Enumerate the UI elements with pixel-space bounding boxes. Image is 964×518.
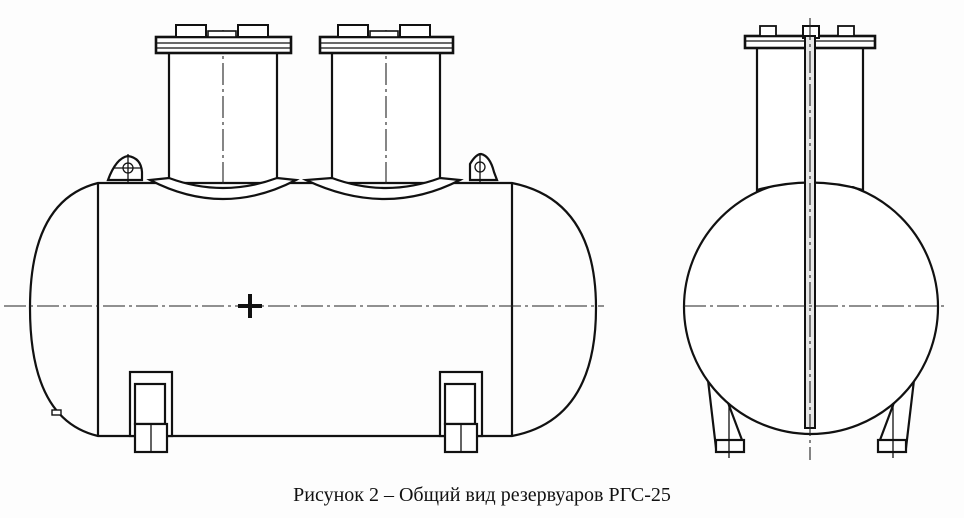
flange-right xyxy=(318,35,455,55)
neck-left xyxy=(146,24,300,200)
side-view xyxy=(4,24,604,454)
lifting-lug-left xyxy=(106,154,144,182)
center-mark-icon xyxy=(238,294,262,318)
end-view xyxy=(682,18,946,460)
drain-plug xyxy=(51,409,62,416)
neck-right xyxy=(301,24,464,200)
lifting-lug-right xyxy=(468,152,499,182)
support-left xyxy=(128,370,174,454)
support-right xyxy=(438,370,484,454)
figure-caption: Рисунок 2 – Общий вид резервуаров РГС-25 xyxy=(293,484,671,506)
flange-left xyxy=(154,35,293,55)
tank-drawing xyxy=(4,18,946,460)
